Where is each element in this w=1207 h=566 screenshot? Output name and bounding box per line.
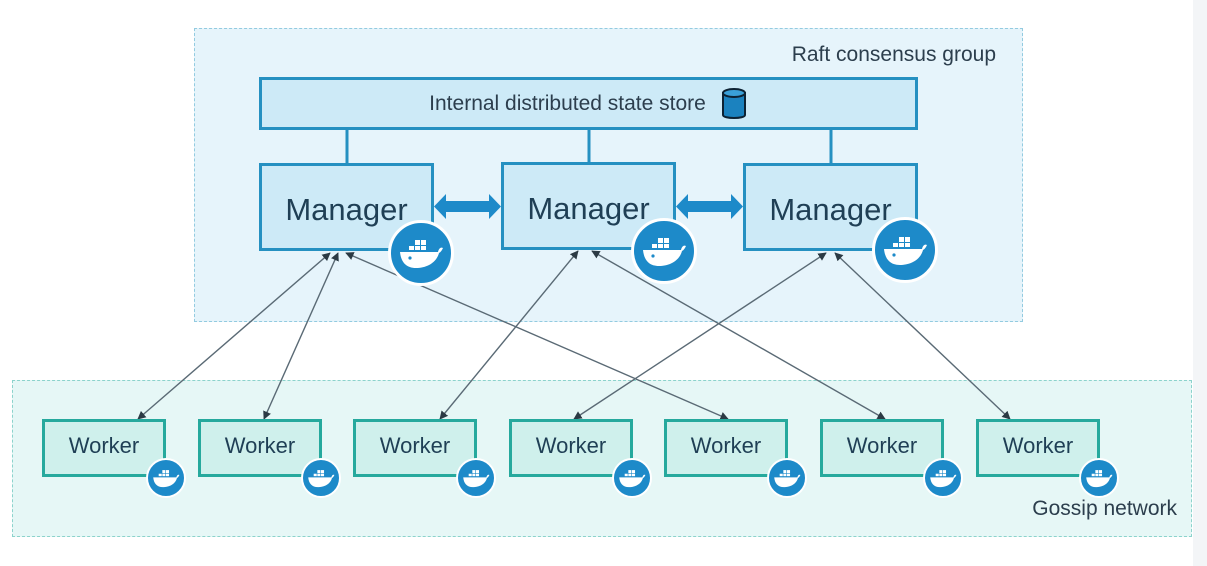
docker-whale-icon bbox=[388, 220, 454, 286]
peer-arrow-2-3 bbox=[676, 194, 743, 219]
worker-label: Worker bbox=[690, 433, 762, 458]
worker-node-6: Worker bbox=[820, 419, 944, 477]
manager-node-2: Manager bbox=[501, 162, 676, 250]
link-manager2-worker3 bbox=[439, 250, 579, 420]
manager-label: Manager bbox=[527, 191, 650, 226]
link-manager2-worker6 bbox=[591, 250, 886, 420]
worker-node-5: Worker bbox=[664, 419, 788, 477]
link-manager1-worker2 bbox=[263, 252, 339, 420]
database-icon bbox=[721, 87, 746, 119]
worker-label: Worker bbox=[224, 433, 296, 458]
docker-whale-icon bbox=[631, 218, 697, 284]
link-manager3-worker4 bbox=[573, 252, 827, 420]
worker-node-4: Worker bbox=[509, 419, 633, 477]
manager-label: Manager bbox=[769, 192, 892, 227]
docker-whale-icon bbox=[872, 217, 938, 283]
worker-label: Worker bbox=[1002, 433, 1074, 458]
docker-whale-icon bbox=[923, 458, 963, 498]
docker-whale-icon bbox=[301, 458, 341, 498]
worker-label: Worker bbox=[379, 433, 451, 458]
raft-group-label: Raft consensus group bbox=[791, 43, 996, 66]
internal-state-store: Internal distributed state store bbox=[259, 77, 918, 130]
page-edge bbox=[1193, 0, 1207, 566]
worker-label: Worker bbox=[68, 433, 140, 458]
worker-node-1: Worker bbox=[42, 419, 166, 477]
worker-label: Worker bbox=[846, 433, 918, 458]
docker-whale-icon bbox=[146, 458, 186, 498]
docker-whale-icon bbox=[456, 458, 496, 498]
gossip-network-label: Gossip network bbox=[1032, 497, 1177, 520]
peer-arrow-1-2 bbox=[434, 194, 501, 219]
docker-whale-icon bbox=[1079, 458, 1119, 498]
worker-node-7: Worker bbox=[976, 419, 1100, 477]
docker-whale-icon bbox=[612, 458, 652, 498]
link-manager3-worker7 bbox=[834, 252, 1011, 420]
worker-node-2: Worker bbox=[198, 419, 322, 477]
worker-label: Worker bbox=[535, 433, 607, 458]
worker-node-3: Worker bbox=[353, 419, 477, 477]
manager-label: Manager bbox=[285, 192, 408, 227]
docker-whale-icon bbox=[767, 458, 807, 498]
state-store-label: Internal distributed state store bbox=[429, 91, 706, 115]
